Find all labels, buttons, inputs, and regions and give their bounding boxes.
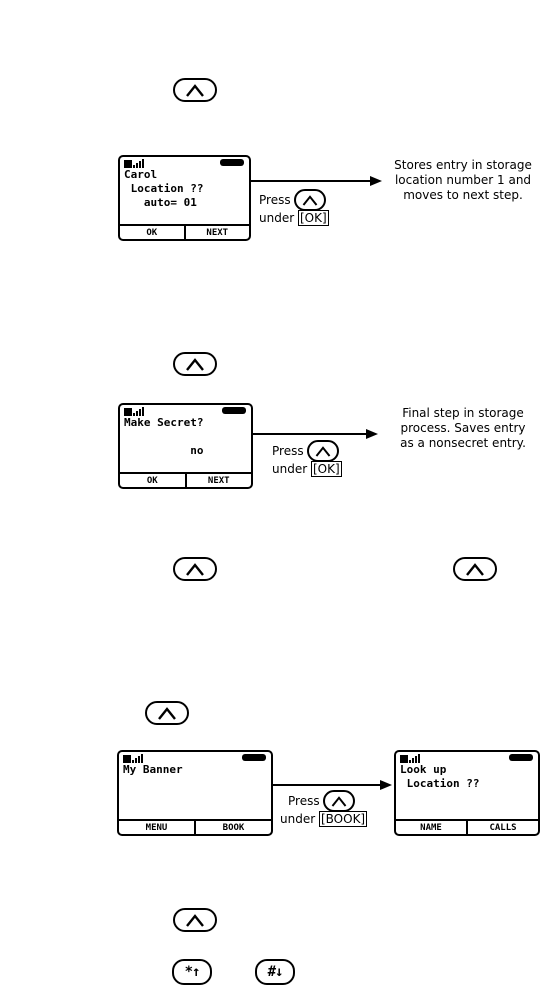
screen-line: Look up xyxy=(400,763,447,776)
screen-line: Carol xyxy=(124,168,158,181)
softkey-menu[interactable]: MENU xyxy=(145,822,168,833)
screen-line: no xyxy=(124,444,204,457)
up-arrow-key-icon xyxy=(306,440,339,462)
arrow-head xyxy=(366,429,378,439)
up-arrow-key-icon xyxy=(173,352,217,376)
softkey-bar: OK NEXT xyxy=(120,472,251,487)
phone-screen-secret: Make Secret? no OK NEXT xyxy=(118,403,253,489)
press-instruction: Press under [BOOK] xyxy=(280,790,368,827)
up-arrow-key-icon xyxy=(145,701,189,725)
under-label: under [OK] xyxy=(272,461,342,477)
softkey-name[interactable]: NAME xyxy=(420,822,442,833)
phone-screen-lookup: Look up Location ?? NAME CALLS xyxy=(394,750,540,836)
signal-strength-icon xyxy=(124,407,144,416)
press-label: Press xyxy=(272,444,304,458)
flow-arrow xyxy=(273,784,385,786)
arrow-head xyxy=(380,780,392,790)
softkey-bar: OK NEXT xyxy=(120,224,249,239)
softkey-ok[interactable]: OK xyxy=(146,227,158,238)
under-label: under [BOOK] xyxy=(280,811,368,827)
screen-line: Location ?? xyxy=(124,182,204,195)
softkey-bar: NAME CALLS xyxy=(396,819,538,834)
flow-arrow xyxy=(253,433,373,435)
up-arrow-key-icon xyxy=(453,557,497,581)
softkey-book[interactable]: BOOK xyxy=(194,821,271,834)
press-instruction: Press under [OK] xyxy=(272,440,342,477)
up-arrow-key-icon xyxy=(173,557,217,581)
screen-line: My Banner xyxy=(123,763,183,776)
softkey-ok[interactable]: OK xyxy=(146,475,158,486)
up-arrow-key-icon xyxy=(322,790,355,812)
phone-screen-location: Carol Location ?? auto= 01 OK NEXT xyxy=(118,155,251,241)
press-label: Press xyxy=(288,794,320,808)
hash-down-key-icon: #↓ xyxy=(255,959,295,985)
flow-arrow xyxy=(251,180,377,182)
press-label: Press xyxy=(259,193,291,207)
softkey-bar: MENU BOOK xyxy=(119,819,271,834)
battery-icon xyxy=(242,754,266,761)
battery-icon xyxy=(220,159,244,166)
step-note: Stores entry in storage location number … xyxy=(394,158,532,202)
softkey-next[interactable]: NEXT xyxy=(184,474,252,487)
battery-icon xyxy=(509,754,533,761)
phone-screen-banner: My Banner MENU BOOK xyxy=(117,750,273,836)
battery-icon xyxy=(222,407,246,414)
signal-strength-icon xyxy=(400,754,420,763)
softkey-next[interactable]: NEXT xyxy=(183,226,250,239)
up-arrow-key-icon xyxy=(173,908,217,932)
screen-line: auto= 01 xyxy=(124,196,197,209)
under-label: under [OK] xyxy=(259,210,329,226)
screen-line: Make Secret? xyxy=(124,416,204,429)
arrow-head xyxy=(370,176,382,186)
press-instruction: Press under [OK] xyxy=(259,189,329,226)
softkey-calls[interactable]: CALLS xyxy=(466,821,538,834)
star-up-key-icon: *↑ xyxy=(172,959,212,985)
signal-strength-icon xyxy=(124,159,144,168)
up-arrow-key-icon xyxy=(293,189,326,211)
screen-line: Location ?? xyxy=(400,777,480,790)
step-note: Final step in storage process. Saves ent… xyxy=(400,406,526,450)
signal-strength-icon xyxy=(123,754,143,763)
up-arrow-key-icon xyxy=(173,78,217,102)
